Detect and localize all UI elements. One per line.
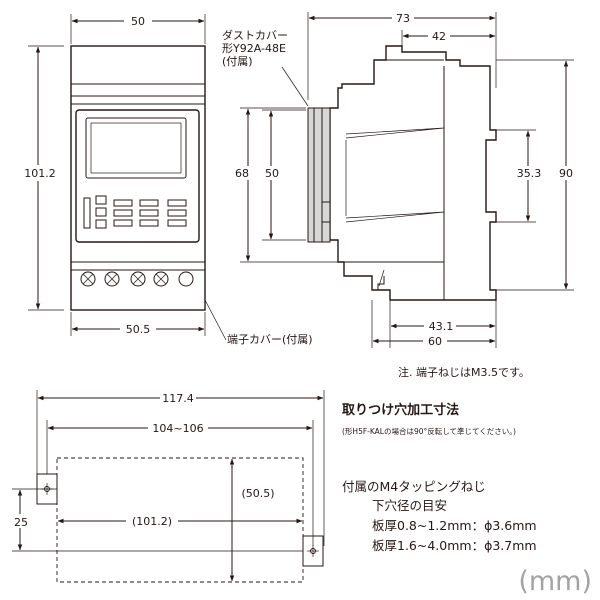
unit-label: (mm) — [518, 566, 592, 597]
rail-latch — [371, 276, 385, 291]
inner-height-label: (50.5) — [241, 487, 274, 500]
terminal-screw-5 — [178, 271, 194, 287]
display-panel — [75, 109, 200, 243]
screw-spec-line-4: 板厚1.6~4.0mm：ϕ3.7mm — [372, 538, 537, 553]
front-view: 50 101.2 — [22, 13, 313, 346]
depth-43-label: 43.1 — [429, 320, 454, 333]
screw-spec-line-2: 下穴径の目安 — [372, 498, 447, 513]
mounting-subnote: (形H5F-KALの場合は90°反転して準じてください。) — [342, 426, 516, 436]
mounting-outline — [56, 457, 304, 583]
terminal-screw-4 — [153, 271, 169, 287]
mounting-hole-diagram: 117.4 104~106 (101.2) (50.5) 25 — [12, 390, 325, 583]
screw-note: 注. 端子ねじはM3.5です。 — [398, 365, 530, 379]
hole-pitch-label: 104~106 — [152, 422, 203, 435]
terminal-screw-3 — [130, 271, 146, 287]
terminal-screw-1 — [80, 271, 96, 287]
width-top-label: 50 — [131, 15, 145, 28]
height-label: 101.2 — [24, 167, 56, 180]
depth-upper-label: 42 — [432, 30, 446, 43]
body-height-label: 90 — [559, 167, 573, 180]
depth-total-label: 73 — [396, 12, 410, 25]
terminal-screw-2 — [104, 271, 120, 287]
depth-60-label: 60 — [428, 335, 442, 348]
terminal-block — [80, 271, 194, 287]
mounting-title: 取りつけ穴加工寸法 — [342, 402, 459, 418]
lcd-display — [85, 117, 187, 179]
screw-spec-line-1: 付属のM4タッピングねじ — [342, 479, 486, 494]
inner-width-label: (101.2) — [132, 515, 172, 528]
dust-cover-label-3: (付属) — [222, 55, 253, 68]
screw-spec-line-3: 板厚0.8~1.2mm：ϕ3.6mm — [372, 518, 537, 533]
dust-cover-label-1: ダストカバー — [222, 28, 288, 42]
terminal-cover-label: 端子カバー(付属) — [227, 333, 313, 346]
keypad — [83, 195, 187, 229]
cover-height-label: 68 — [235, 167, 249, 180]
rail-height-label: 35.3 — [517, 167, 542, 180]
window-height-label: 50 — [265, 167, 279, 180]
dust-cover-label-2: 形Y92A-48E — [222, 42, 286, 55]
overall-width-label: 117.4 — [162, 392, 194, 405]
width-bottom-label: 50.5 — [126, 323, 151, 336]
offset-label: 25 — [14, 516, 28, 529]
side-view: ダストカバー 形Y92A-48E (付属) 73 42 — [222, 10, 578, 348]
